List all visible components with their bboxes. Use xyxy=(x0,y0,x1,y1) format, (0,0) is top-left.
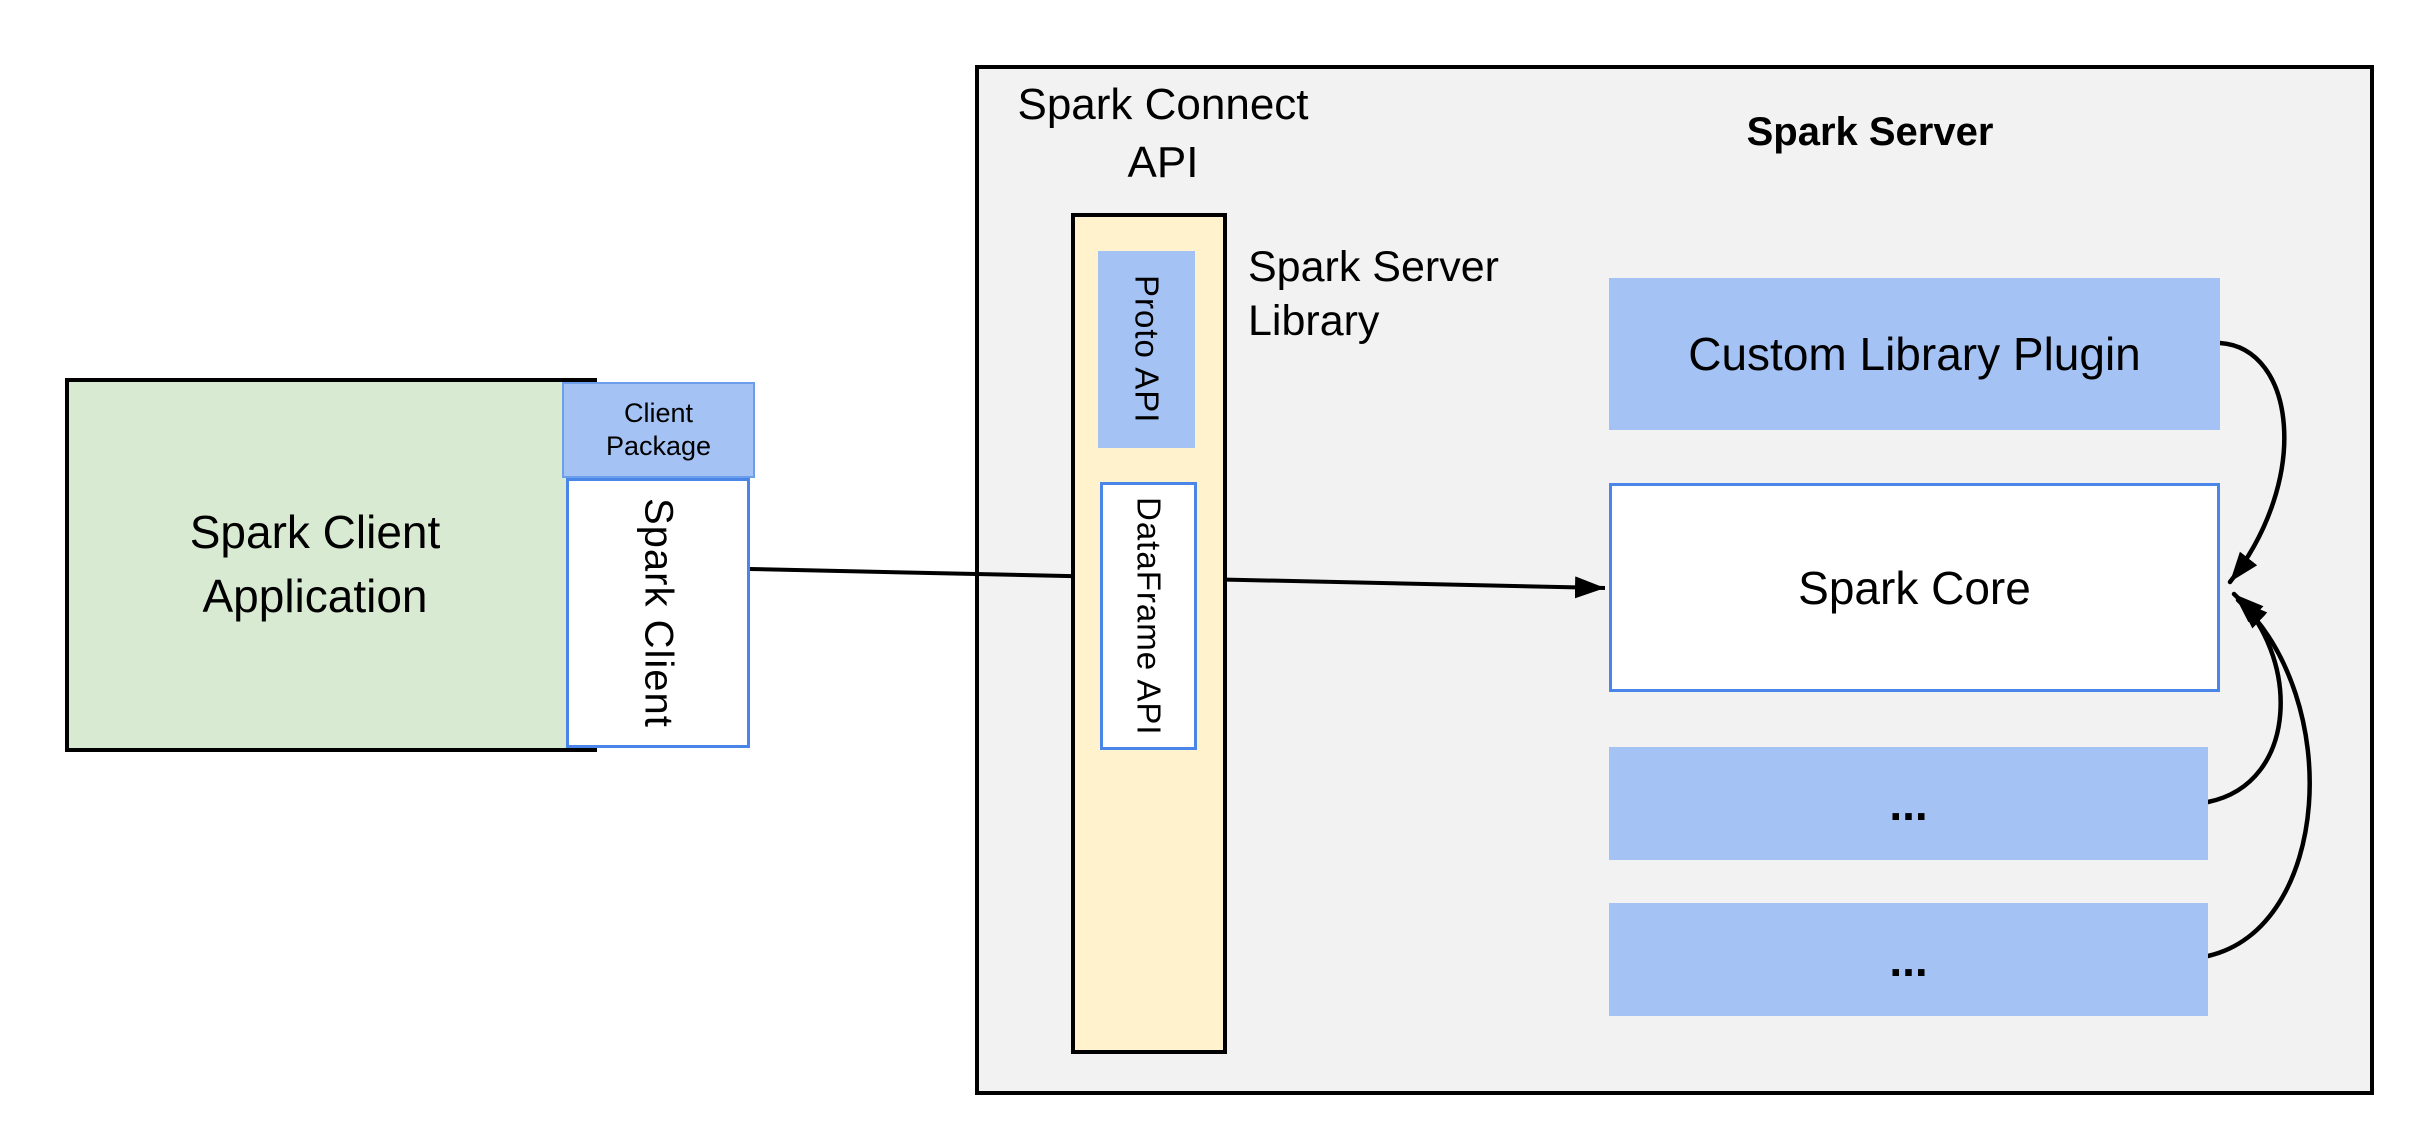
dataframe-api-label: DataFrame API xyxy=(1130,496,1168,736)
spark-client-application-label-line1: Spark Client xyxy=(189,506,441,558)
spark-client-label: Spark Client xyxy=(636,498,681,728)
ellipsis-box-2: ... xyxy=(1609,903,2208,1016)
spark-connect-api-label-line2: API xyxy=(1127,138,1199,187)
ellipsis-box-2-label: ... xyxy=(1889,933,1928,986)
spark-client-application-box xyxy=(65,378,597,752)
ellipsis-box-1: ... xyxy=(1609,747,2208,860)
client-package-label-line2: Package xyxy=(605,431,712,461)
custom-library-plugin-box: Custom Library Plugin xyxy=(1609,278,2220,430)
client-package-box: Client Package xyxy=(562,382,755,478)
spark-server-library-label-line1: Spark Server xyxy=(1248,243,1499,291)
spark-core-box: Spark Core xyxy=(1609,483,2220,692)
spark-core-label: Spark Core xyxy=(1798,561,2031,614)
spark-connect-api-label-line1: Spark Connect xyxy=(1017,80,1309,129)
proto-api-label: Proto API xyxy=(1128,275,1166,424)
spark-server-library-label-line2: Library xyxy=(1248,297,1380,345)
spark-client-application-label-line2: Application xyxy=(202,570,428,622)
dataframe-api-box: DataFrame API xyxy=(1100,482,1197,750)
spark-client-box: Spark Client xyxy=(566,478,750,748)
spark-server-title: Spark Server xyxy=(1746,110,1994,154)
client-package-label: Client Package xyxy=(606,397,711,463)
ellipsis-box-1-label: ... xyxy=(1889,777,1928,830)
custom-library-plugin-label: Custom Library Plugin xyxy=(1688,328,2141,380)
client-package-label-line1: Client xyxy=(623,398,693,428)
spark-server-library-label: Spark Server Library xyxy=(1248,240,1648,348)
spark-connect-api-label: Spark Connect API xyxy=(988,76,1338,192)
proto-api-box: Proto API xyxy=(1098,251,1195,448)
spark-client-application-label: Spark Client Application xyxy=(67,500,563,628)
